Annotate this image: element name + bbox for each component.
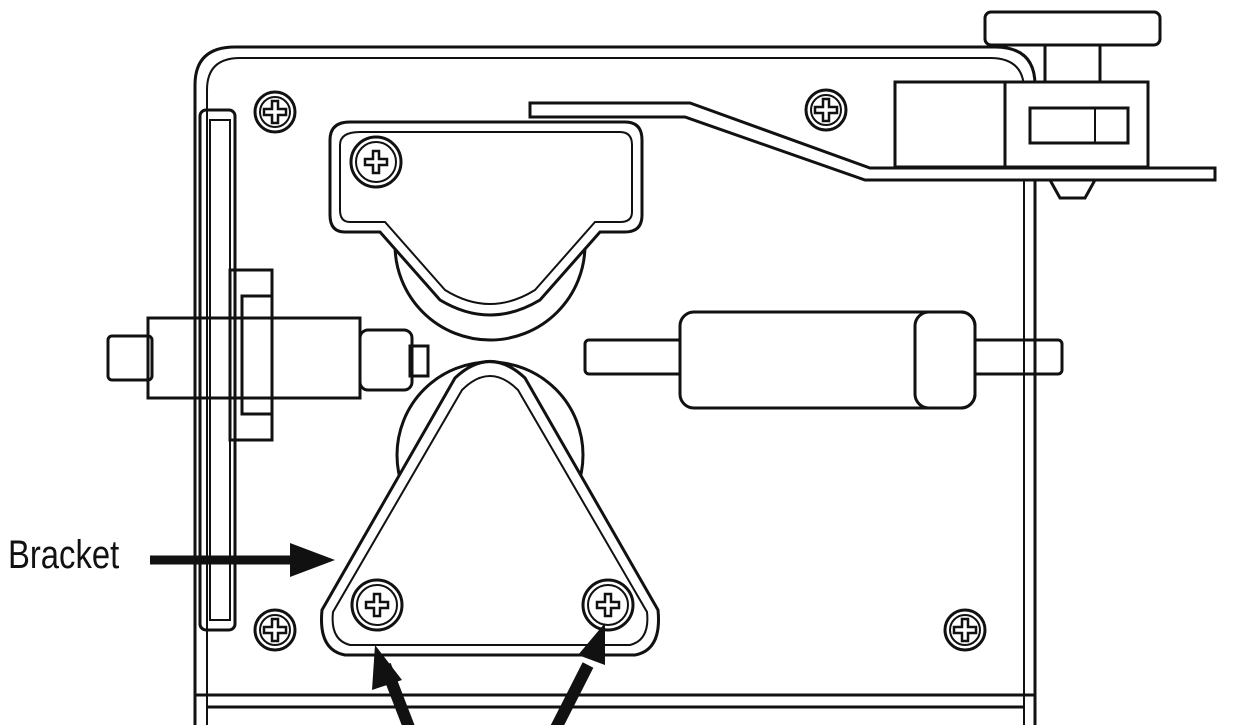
screw-icon xyxy=(350,578,404,632)
drive-shaft xyxy=(106,268,430,442)
screw-arrow-left-head xyxy=(372,645,402,690)
screw-icon xyxy=(253,90,297,134)
bracket-label: Bracket xyxy=(8,533,120,577)
screws xyxy=(253,88,987,652)
screw-icon xyxy=(804,88,848,132)
top-clamp xyxy=(328,120,644,317)
screw-icon xyxy=(349,135,403,189)
screw-arrow-right xyxy=(550,662,594,725)
lever-arm xyxy=(528,101,1217,182)
arrows xyxy=(150,543,605,725)
screw-icon xyxy=(581,578,635,632)
bracket xyxy=(319,360,661,657)
bracket-arrow-head xyxy=(290,543,335,577)
screw-icon xyxy=(943,608,987,652)
screw-arrow-right-head xyxy=(578,623,605,665)
tension-knob-assembly xyxy=(893,10,1162,200)
tension-rod xyxy=(583,310,1064,410)
screw-icon xyxy=(253,608,297,652)
mounting-plate xyxy=(193,45,1037,725)
